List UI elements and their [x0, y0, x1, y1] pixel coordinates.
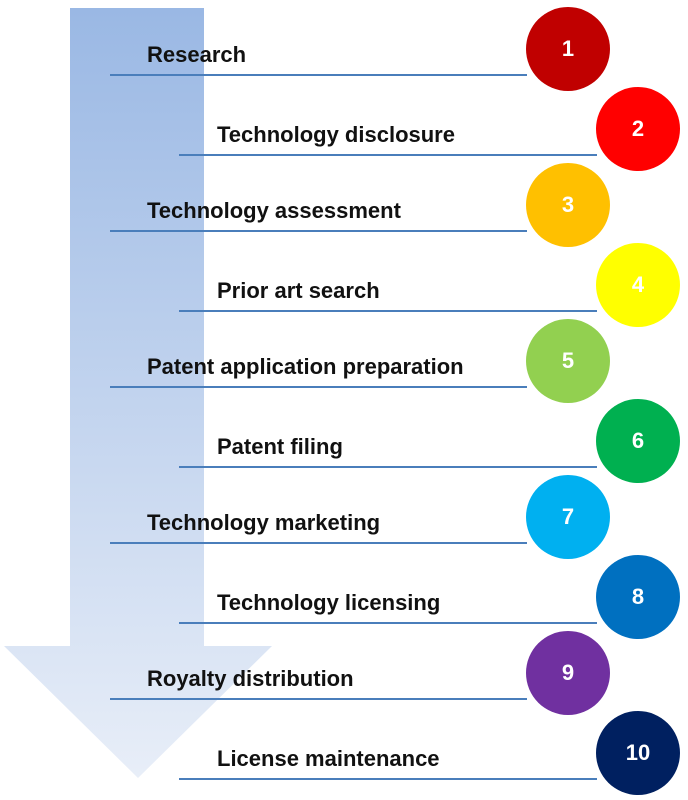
step-number-badge: 6: [596, 399, 680, 483]
step-number-badge: 5: [526, 319, 610, 403]
step-number-badge: 4: [596, 243, 680, 327]
step-number-badge: 1: [526, 7, 610, 91]
step-number-badge: 9: [526, 631, 610, 715]
step-line: [179, 154, 597, 156]
step-line: [110, 74, 527, 76]
step-number-badge: 8: [596, 555, 680, 639]
step-label: Research: [147, 42, 247, 67]
step-label: Technology licensing: [217, 590, 441, 615]
step-number: 6: [631, 428, 645, 453]
step-number-badge: 7: [526, 475, 610, 559]
step-number: 4: [631, 272, 645, 297]
step-label: Patent application preparation: [147, 354, 464, 379]
step-number: 1: [561, 36, 575, 61]
step-label: Patent filing: [217, 434, 343, 459]
step-line: [110, 230, 527, 232]
step-number: 2: [631, 116, 645, 141]
step-number: 5: [561, 348, 575, 373]
step-number-badge: 2: [596, 87, 680, 171]
step-label: Technology marketing: [147, 510, 381, 535]
step-line: [179, 466, 597, 468]
step-label: Technology disclosure: [217, 122, 455, 147]
step-line: [179, 778, 597, 780]
step-number: 3: [561, 192, 575, 217]
step-label: Technology assessment: [147, 198, 401, 223]
step-line: [179, 622, 597, 624]
step-line: [110, 698, 527, 700]
step-number-badge: 10: [596, 711, 680, 795]
step-label: Royalty distribution: [147, 666, 354, 691]
step-label: Prior art search: [217, 278, 380, 303]
step-number: 8: [631, 584, 645, 609]
step-label: License maintenance: [217, 746, 440, 771]
step-number: 7: [561, 504, 575, 529]
step-number: 9: [561, 660, 575, 685]
step-line: [110, 542, 527, 544]
step-number: 10: [625, 740, 651, 765]
step-line: [179, 310, 597, 312]
step-number-badge: 3: [526, 163, 610, 247]
down-arrow-shape: [4, 8, 272, 778]
step-line: [110, 386, 527, 388]
